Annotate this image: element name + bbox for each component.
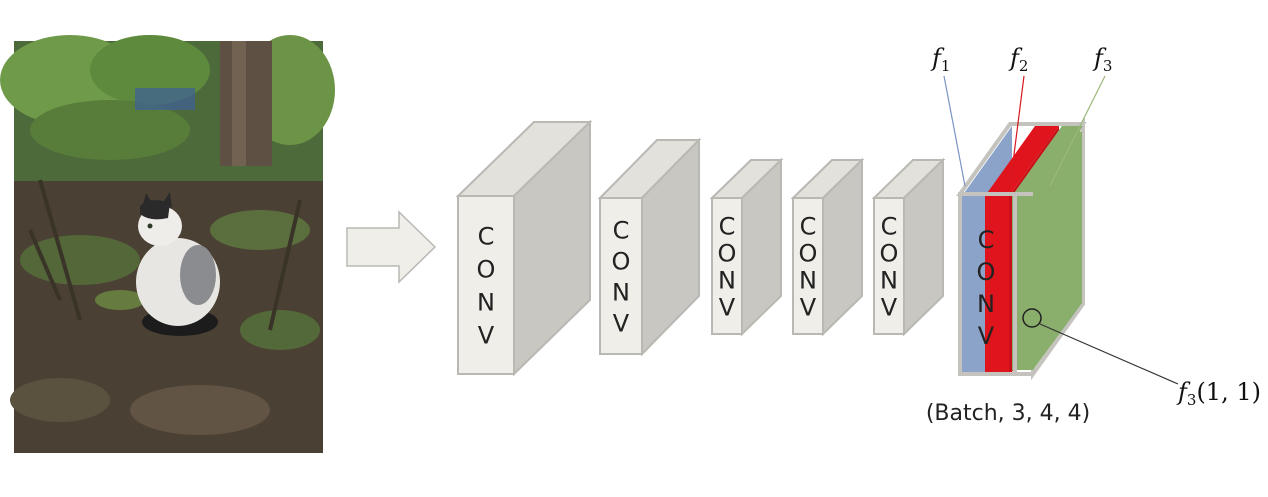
conv-letter: O [718,240,737,268]
conv-letter: N [612,279,630,307]
output-conv-letter: O [977,258,996,286]
cell-marker-circle [1022,308,1042,328]
filter-label-f1: f1 [930,44,950,75]
conv-letter: V [881,294,898,322]
f3-leader-line [1049,75,1106,187]
conv-block-front [873,197,905,335]
conv-letter: O [799,240,818,268]
output-shape-label: (Batch, 3, 4, 4) [926,401,1090,426]
output-box-front [958,192,1017,376]
filter-f1-slice [962,196,986,372]
cell-label: f3(1, 1) [1176,378,1261,409]
conv-letter: C [881,213,898,241]
output-conv-letter: V [978,322,995,350]
conv-letter: C [478,223,495,251]
filter-f2-slice [985,196,1009,372]
conv-letter: C [800,213,817,241]
conv-letter: O [880,240,899,268]
conv-letter: O [612,248,631,276]
conv-letter: V [478,322,495,350]
conv-letter: C [613,217,630,245]
output-conv-letter: C [978,226,995,254]
conv-block-front [711,197,743,335]
conv-block-front [792,197,824,335]
cell-pointer-line [1039,323,1179,385]
conv-letter: O [477,256,496,284]
input-photo [0,35,335,453]
right-arrow-icon [346,210,437,284]
f1-leader-line [943,75,966,187]
conv-letter: N [477,289,495,317]
conv-letter: V [613,310,630,338]
conv-letter: V [719,294,736,322]
conv-block-front [457,195,515,375]
f2-leader-line [1009,75,1025,187]
conv-letter: V [800,294,817,322]
output-conv-letter: N [977,290,995,318]
filter-f2-top [985,126,1059,196]
filter-label-f3: f3 [1092,44,1112,75]
filter-label-f2: f2 [1008,44,1028,75]
conv-letter: C [719,213,736,241]
conv-block-front [599,197,643,355]
conv-letter: N [880,267,898,295]
conv-letter: N [799,267,817,295]
conv-letter: N [718,267,736,295]
